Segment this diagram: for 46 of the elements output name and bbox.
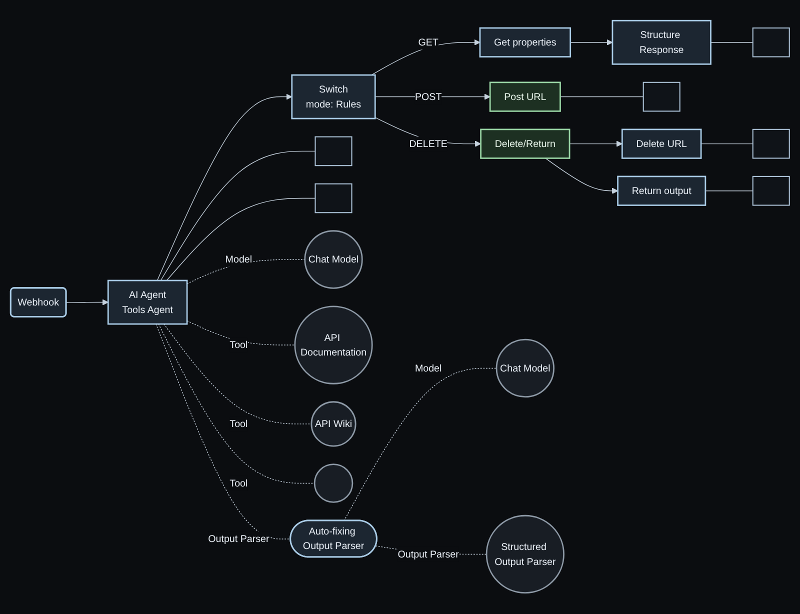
node-circle [314,464,354,504]
connector [186,320,296,346]
connector [344,368,497,522]
connector [166,198,316,282]
node-box: Return output [617,176,706,206]
edge-label: Tool [230,478,248,489]
connector [560,96,644,98]
edge-label: Model [414,362,442,374]
node-box [314,184,352,214]
node-box [314,136,352,166]
node-box [752,129,790,159]
node-box: Delete/Return [480,129,570,160]
node-box: AI Agent Tools Agent [107,280,188,325]
edge-label: Tool [230,339,248,351]
arrow [156,94,292,282]
node-box [752,176,790,206]
node-circle: Chat Model [496,339,554,398]
edge-label: POST [414,91,442,102]
edge-label: Tool [230,418,248,430]
connector [160,151,316,282]
arrow [371,40,480,76]
node-box: Switch mode: Rules [291,74,376,120]
node-box: Structure Response [612,20,712,66]
edge-label: Output Parser [398,548,459,560]
node-box: Post URL [489,82,561,112]
arrow [570,40,613,46]
connector [710,42,754,43]
edge-label: Output Parser [208,532,270,544]
arrow [66,299,108,306]
connector [156,324,292,540]
connector [705,190,754,192]
node-box: Delete URL [621,129,702,160]
edge-label: DELETE [409,138,448,150]
arrow [545,158,618,194]
node-circle: API Documentation [294,306,373,385]
edge-label: Model [225,254,252,266]
node-box [752,28,790,58]
arrow [569,141,622,148]
node-circle: Chat Model [304,230,363,290]
node-box: Get properties [479,28,572,58]
node-circle: Structured Output Parser [486,515,564,594]
connector [158,324,315,484]
edge-label: GET [418,36,438,48]
node-box [642,82,680,112]
node-circle: API Wiki [310,401,356,447]
connector [164,324,312,425]
